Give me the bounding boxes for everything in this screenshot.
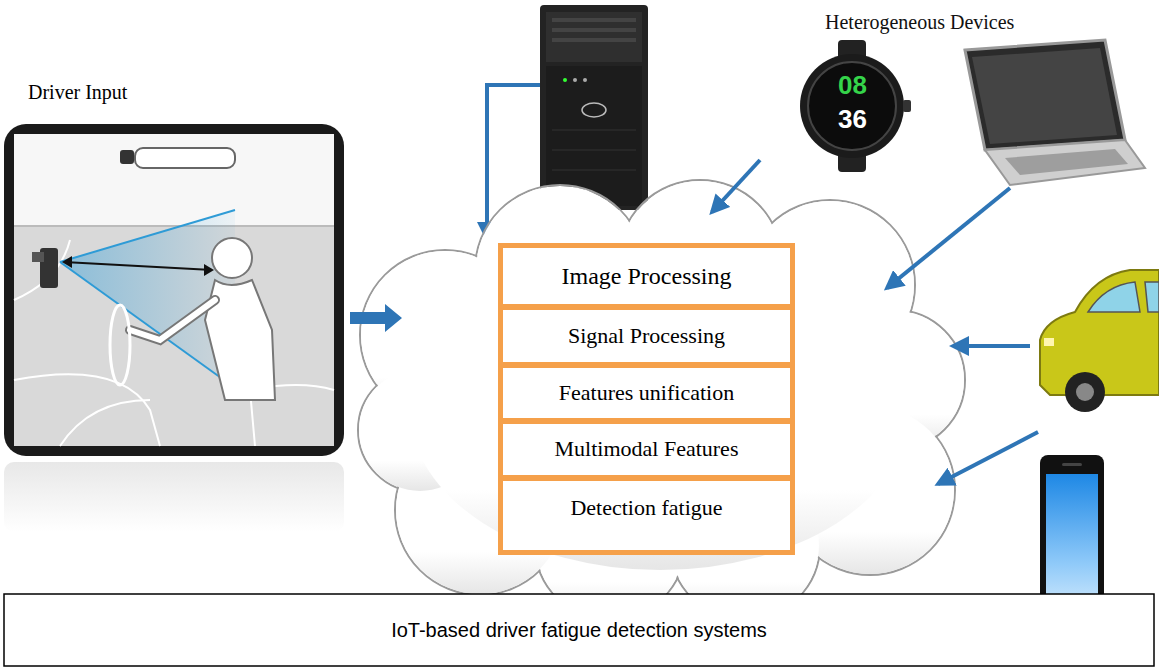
watch-digits: 08 xyxy=(838,70,867,101)
box-text: Image Processing xyxy=(562,262,732,291)
process-box: Features unification xyxy=(500,365,793,421)
box-text: Multimodal Features xyxy=(555,436,739,462)
process-box: Multimodal Features xyxy=(500,421,793,478)
watch-digits: 36 xyxy=(838,104,867,135)
caption-box: IoT-based driver fatigue detection syste… xyxy=(4,594,1154,666)
box-text: Features unification xyxy=(559,380,734,406)
process-box: Image Processing xyxy=(500,245,793,307)
process-box: Detection fatigue xyxy=(500,478,793,553)
box-text: IoT-based driver fatigue detection syste… xyxy=(391,618,767,642)
group-heading: Heterogeneous Devices xyxy=(825,10,1014,34)
input-panel: Driver Input xyxy=(0,80,350,460)
box-text: Detection fatigue xyxy=(570,495,722,521)
process-box: Signal Processing xyxy=(500,307,793,365)
panel-heading: Driver Input xyxy=(28,80,127,104)
box-text: Signal Processing xyxy=(568,323,725,349)
